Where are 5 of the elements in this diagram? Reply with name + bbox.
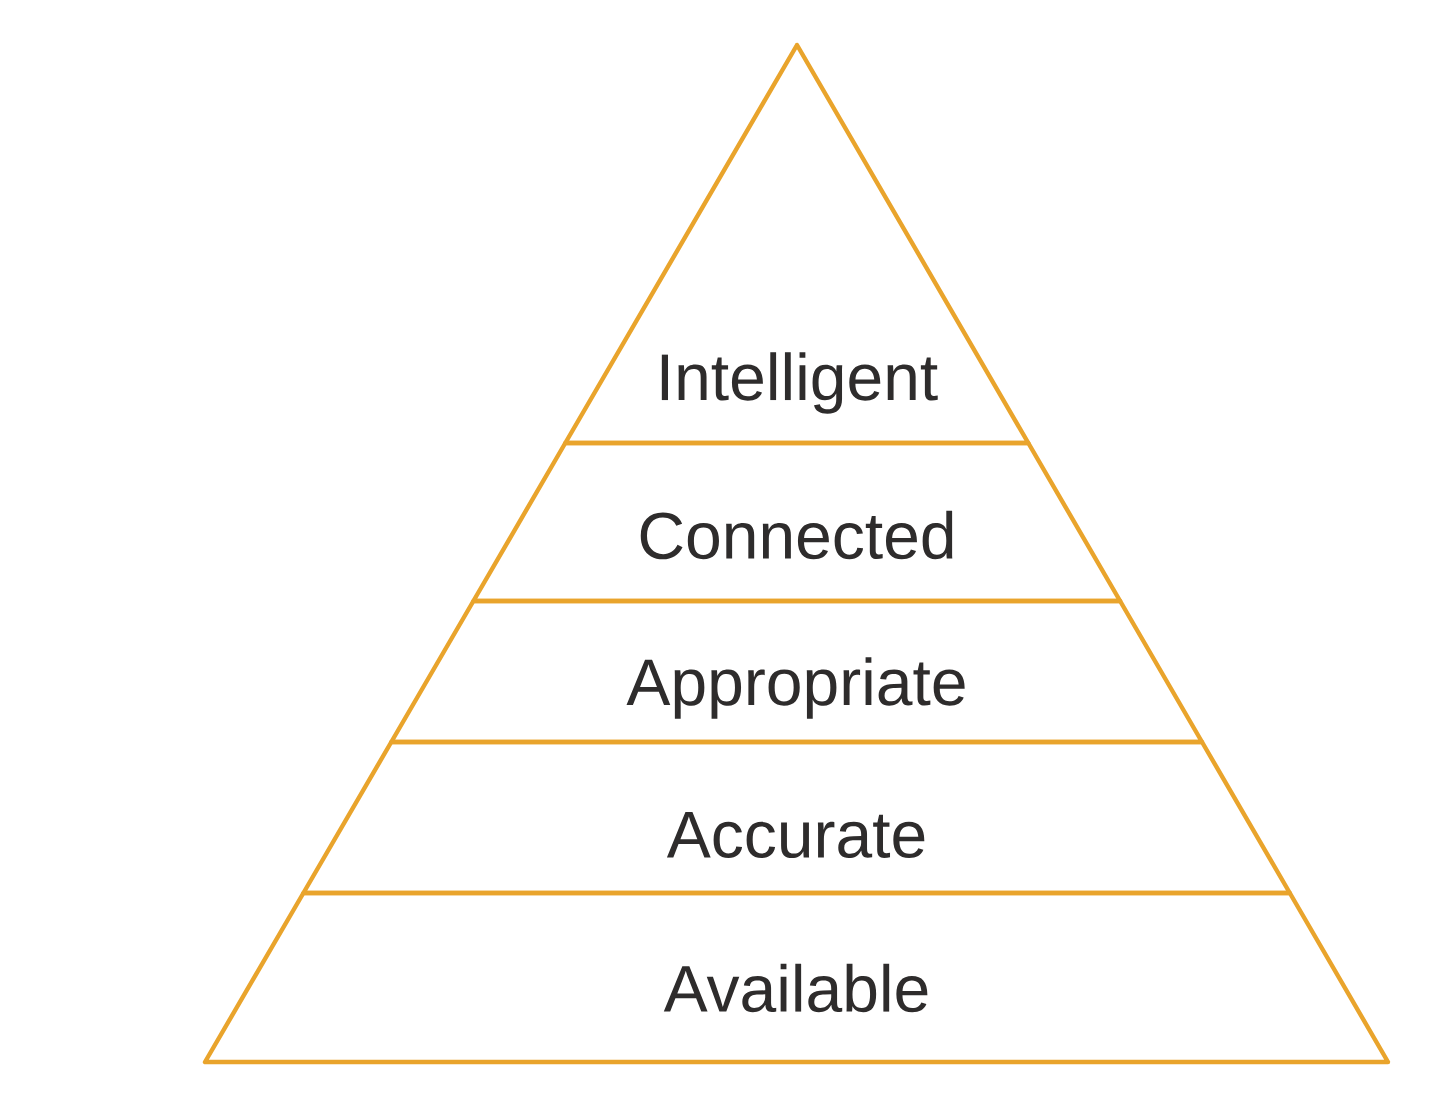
pyramid-layer: Appropriate (389, 598, 1205, 745)
pyramid-layer: Accurate (301, 739, 1292, 896)
pyramid-layer: Intelligent (563, 42, 1031, 446)
pyramid-layer: Connected (471, 440, 1123, 604)
pyramid-layer: Available (202, 890, 1391, 1065)
